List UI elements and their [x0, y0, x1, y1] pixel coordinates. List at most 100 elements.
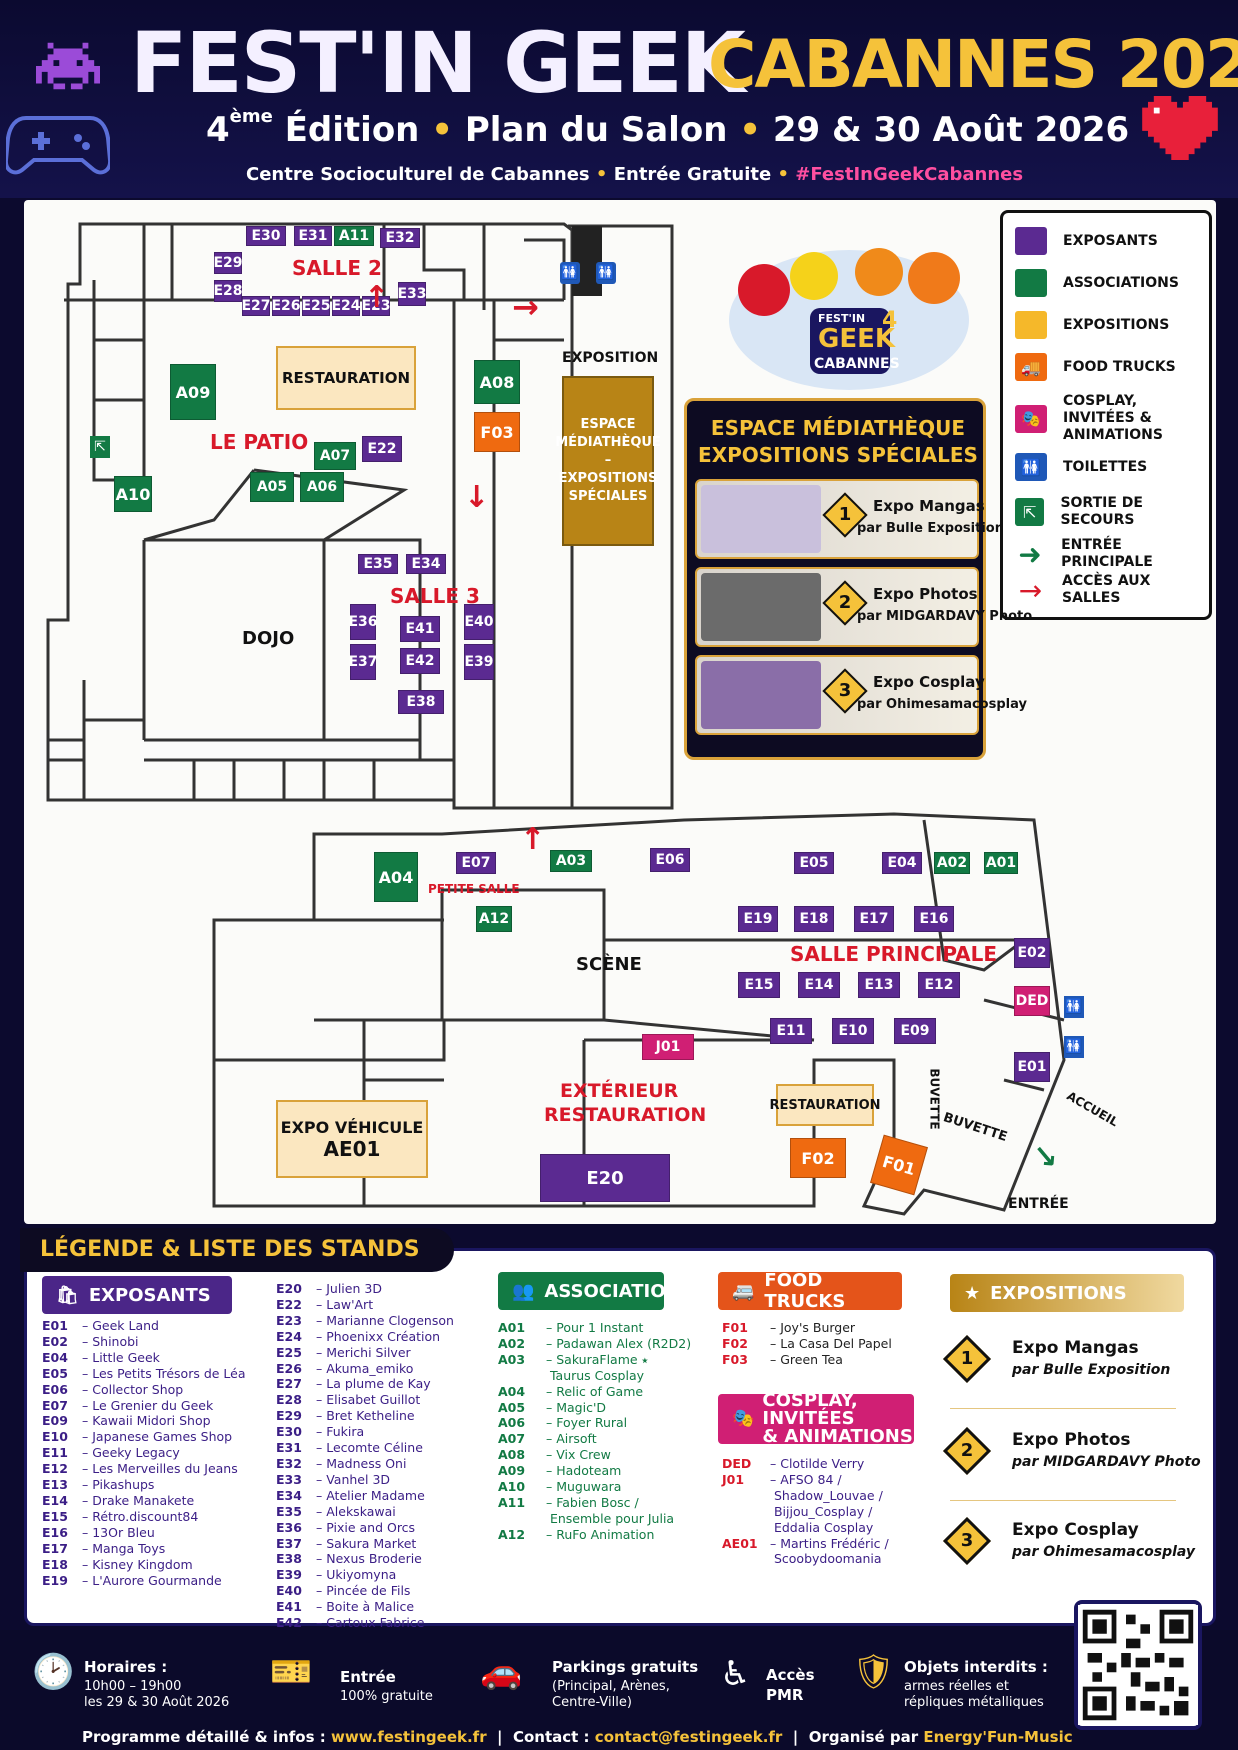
stand-f02[interactable]: F02 — [790, 1138, 846, 1178]
stand-list-item: A06– Foyer Rural — [498, 1415, 691, 1431]
stand-a11[interactable]: A11 — [334, 226, 374, 246]
stand-list-item: E10– Japanese Games Shop — [42, 1429, 246, 1445]
stand-e13[interactable]: E13 — [858, 972, 900, 998]
media-card-1[interactable]: 1 Expo Mangas par Bulle Exposition — [695, 479, 1004, 559]
stand-e07[interactable]: E07 — [456, 852, 496, 874]
stand-e02[interactable]: E02 — [1014, 938, 1050, 968]
stand-e01[interactable]: E01 — [1014, 1052, 1050, 1082]
stand-list-item: E09– Kawaii Midori Shop — [42, 1413, 246, 1429]
stand-j01[interactable]: J01 — [642, 1034, 694, 1060]
stand-e38[interactable]: E38 — [398, 690, 444, 714]
media-card-3[interactable]: 3 Expo Cosplay par Ohimesamacosplay — [695, 655, 1027, 735]
stand-list-item: Ensemble pour Julia — [498, 1511, 691, 1527]
stand-a07[interactable]: A07 — [314, 442, 356, 470]
email-link[interactable]: contact@festingeek.fr — [594, 1728, 783, 1746]
stand-f03[interactable]: F03 — [474, 412, 520, 452]
stand-e29[interactable]: E29 — [213, 252, 243, 274]
stand-code: AE01 — [722, 1535, 758, 1551]
stand-a06[interactable]: A06 — [300, 472, 344, 502]
entree-label: Entrée — [340, 1668, 396, 1686]
stand-e11[interactable]: E11 — [770, 1018, 812, 1044]
emergency-exit-icon: ⇱ — [90, 436, 110, 458]
stand-e30[interactable]: E30 — [246, 226, 286, 246]
stand-e40[interactable]: E40 — [464, 604, 494, 640]
stand-e35[interactable]: E35 — [358, 554, 398, 574]
stand-e39[interactable]: E39 — [464, 644, 494, 680]
stand-e18[interactable]: E18 — [794, 906, 834, 932]
stand-name: – Marianne Clogenson — [316, 1312, 454, 1328]
stand-a02[interactable]: A02 — [934, 852, 970, 874]
stand-name: – Joy's Burger — [770, 1320, 856, 1335]
stand-e26[interactable]: E26 — [271, 296, 301, 316]
stand-e15[interactable]: E15 — [738, 972, 780, 998]
stand-list-item: E27– La plume de Kay — [276, 1376, 454, 1392]
mediatheque-title-1: ESPACE MÉDIATHÈQUE — [710, 416, 966, 440]
stand-name: – L'Aurore Gourmande — [82, 1572, 222, 1588]
stand-e04[interactable]: E04 — [882, 852, 922, 874]
star-icon: ★ — [964, 1282, 981, 1304]
stand-name: – AFSO 84 / — [770, 1471, 842, 1487]
stand-e27[interactable]: E27 — [241, 296, 271, 316]
stand-e36[interactable]: E36 — [348, 604, 378, 640]
contact-label: Contact : — [512, 1728, 590, 1746]
stand-e20[interactable]: E20 — [540, 1154, 670, 1202]
stand-e33[interactable]: E33 — [397, 282, 427, 306]
stand-name: – Madness Oni — [316, 1455, 407, 1471]
stand-e12[interactable]: E12 — [918, 972, 960, 998]
stand-a10[interactable]: A10 — [114, 476, 152, 512]
stand-e17[interactable]: E17 — [854, 906, 894, 932]
stand-code: E37 — [276, 1535, 302, 1551]
access-arrow-icon: ↓ — [464, 480, 490, 515]
stand-e41[interactable]: E41 — [400, 616, 440, 642]
stand-a04[interactable]: A04 — [374, 852, 418, 902]
stand-list-item: E12– Les Merveilles du Jeans — [42, 1461, 246, 1477]
stand-name: – Magic'D — [546, 1399, 607, 1415]
stand-e16[interactable]: E16 — [914, 906, 954, 932]
legend-entree-label: ENTRÉE PRINCIPALE — [1061, 537, 1153, 570]
stand-a12[interactable]: A12 — [476, 906, 512, 932]
website-link[interactable]: www.festingeek.fr — [330, 1728, 487, 1746]
stand-e37[interactable]: E37 — [348, 644, 378, 680]
stand-e10[interactable]: E10 — [832, 1018, 874, 1044]
stand-e22[interactable]: E22 — [362, 436, 402, 462]
stand-a05[interactable]: A05 — [250, 472, 294, 502]
legend-toilettes: 🚻TOILETTES — [1015, 453, 1147, 481]
stand-e09[interactable]: E09 — [894, 1018, 936, 1044]
stand-e23[interactable]: E23 — [361, 296, 391, 316]
entree-sub: 100% gratuite — [340, 1689, 433, 1704]
edition-sup: ème — [229, 106, 273, 127]
stand-e32[interactable]: E32 — [380, 228, 420, 248]
stand-e24[interactable]: E24 — [331, 296, 361, 316]
legend-cosplay: 🎭COSPLAY, INVITÉES & ANIMATIONS — [1015, 393, 1205, 444]
stand-a01[interactable]: A01 — [984, 852, 1018, 874]
stand-e28[interactable]: E28 — [213, 280, 243, 302]
footer-info-line: Programme détaillé & infos : www.festing… — [82, 1728, 1073, 1746]
car-icon: 🚗 — [480, 1652, 523, 1692]
stand-a03[interactable]: A03 — [550, 850, 592, 872]
stand-e05[interactable]: E05 — [794, 852, 834, 874]
stand-e14[interactable]: E14 — [798, 972, 840, 998]
red-arrow-icon: → — [1018, 573, 1043, 607]
stand-list-item: A02– Padawan Alex (R2D2) — [498, 1336, 691, 1352]
restauration-patio: RESTAURATION — [276, 346, 416, 410]
stand-name: – 13Or Bleu — [82, 1524, 155, 1540]
qr-code[interactable] — [1074, 1600, 1202, 1730]
stand-ded[interactable]: DED — [1014, 986, 1050, 1016]
media-card-2[interactable]: 2 Expo Photos par MIDGARDAVY Photo — [695, 567, 1032, 647]
stand-e06[interactable]: E06 — [650, 848, 690, 872]
stand-list-item: E14– Drake Manakete — [42, 1493, 246, 1509]
stand-name: – Akuma_emiko — [316, 1360, 414, 1376]
hashtag-link[interactable]: #FestInGeekCabannes — [795, 164, 1024, 185]
stand-e34[interactable]: E34 — [406, 554, 446, 574]
stand-a09[interactable]: A09 — [170, 364, 216, 420]
expo-vehicule-code: AE01 — [323, 1136, 381, 1161]
media-card-2-title: Expo Photos — [873, 585, 978, 603]
stand-code: E25 — [276, 1344, 302, 1360]
stand-a08[interactable]: A08 — [474, 360, 520, 404]
manga-girl-illustration — [701, 485, 821, 553]
stand-e19[interactable]: E19 — [738, 906, 778, 932]
stand-e31[interactable]: E31 — [294, 226, 332, 246]
stand-e42[interactable]: E42 — [400, 648, 440, 674]
stand-e25[interactable]: E25 — [301, 296, 331, 316]
